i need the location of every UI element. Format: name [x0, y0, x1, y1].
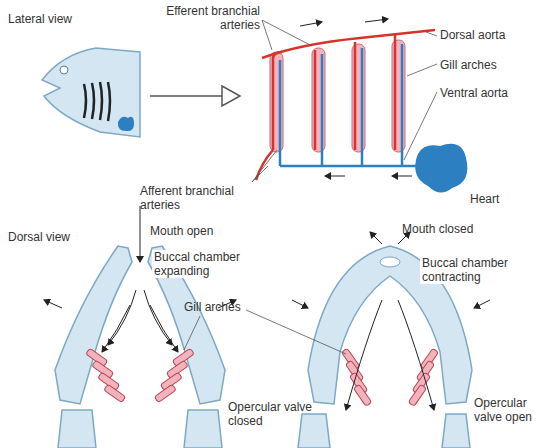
part-label: Mouth open [150, 224, 213, 238]
part-label: Afferent branchial arteries [140, 184, 250, 212]
part-label: Heart [470, 192, 499, 206]
part-label: Opercular valve closed [228, 400, 313, 428]
part-label: Ventral aorta [440, 86, 508, 100]
part-label: Buccal chamber expanding [152, 250, 251, 278]
part-label: Mouth closed [402, 222, 473, 236]
part-label: Gill arches [440, 58, 497, 72]
part-label: Efferent branchial arteries [150, 4, 260, 32]
part-label: Lateral view [8, 12, 72, 26]
part-label: Dorsal aorta [440, 28, 505, 42]
part-label: Buccal chamber contracting [420, 256, 519, 284]
part-label: Opercular valve open [474, 396, 536, 424]
part-label: Dorsal view [8, 230, 70, 244]
part-label: Gill arches [184, 300, 241, 314]
